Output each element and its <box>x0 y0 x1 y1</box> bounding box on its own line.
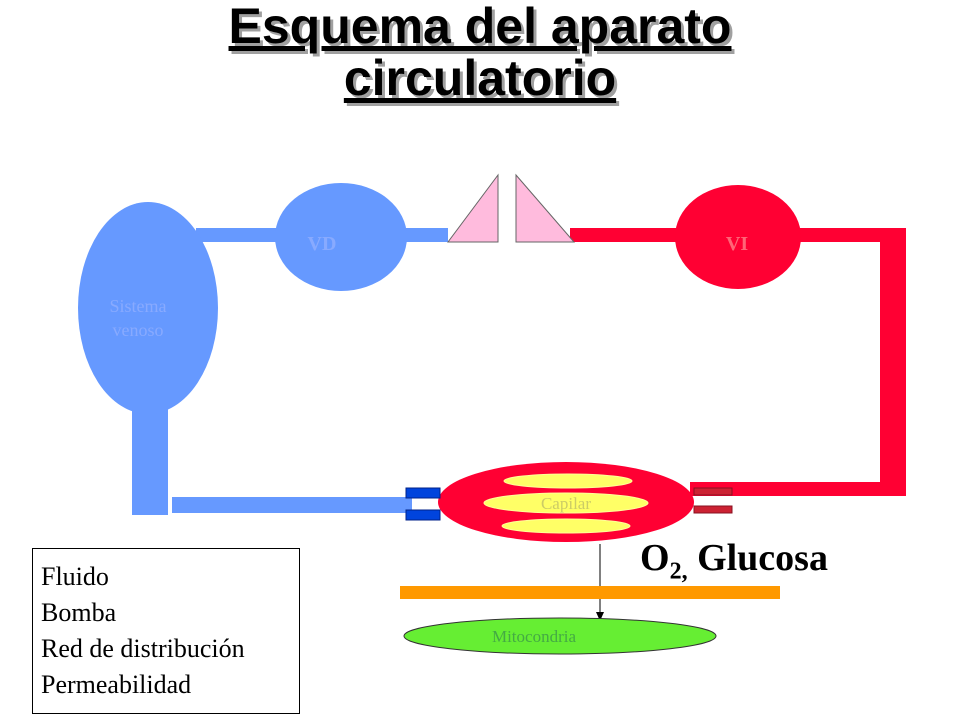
page-title: Esquema del aparato circulatorio <box>0 0 960 104</box>
arterial-connector-top <box>693 487 733 496</box>
venous-label-line-1: Sistema <box>110 296 167 316</box>
arterial-connector-bottom <box>693 505 733 514</box>
venous-pipe-top <box>196 228 296 242</box>
arterial-pipe-bottom <box>690 482 906 496</box>
o2-letter: O <box>640 537 670 579</box>
glucose-text: Glucosa <box>687 537 828 579</box>
venous-pipe-bottom <box>172 497 412 513</box>
capillary-vessel-2 <box>483 492 649 514</box>
right-ventricle-label: VD <box>308 233 337 255</box>
diffusion-arrow-head <box>596 612 604 621</box>
legend-item-fluid: Fluido <box>41 562 109 591</box>
valve-right <box>515 173 576 243</box>
capillary-label: Capilar <box>541 494 591 513</box>
venous-pipe-down <box>132 405 168 515</box>
legend-item-permeability: Permeabilidad <box>41 670 192 699</box>
legend-box: Fluido Bomba Red de distribución Permeab… <box>32 548 300 714</box>
arterial-pipe-top <box>570 228 688 242</box>
venous-connector-bottom <box>405 509 441 521</box>
title-line-1: Esquema del aparato <box>228 0 732 54</box>
mitochondria-label: Mitocondria <box>492 627 576 646</box>
venous-system <box>78 202 218 414</box>
o2-glucose-label: O2, Glucosa <box>640 536 828 586</box>
capillary-vessel-1 <box>503 473 633 489</box>
arterial-pipe-right <box>880 232 906 496</box>
right-ventricle <box>275 183 407 291</box>
legend-item-pump: Bomba <box>41 598 117 627</box>
o2-subscript: 2, <box>669 558 688 585</box>
legend-item-network: Red de distribución <box>41 634 245 663</box>
valve-left <box>447 173 499 243</box>
mitochondria <box>403 617 717 655</box>
arterial-pipe-vi-out <box>796 228 906 242</box>
capillary-vessel-3 <box>501 518 631 534</box>
left-ventricle <box>675 185 801 289</box>
venous-label-line-2: venoso <box>113 320 164 340</box>
left-ventricle-label: VI <box>726 233 748 255</box>
cell-membrane <box>400 586 780 599</box>
venous-connector-top <box>405 487 441 499</box>
title-line-2: circulatorio <box>343 50 617 106</box>
